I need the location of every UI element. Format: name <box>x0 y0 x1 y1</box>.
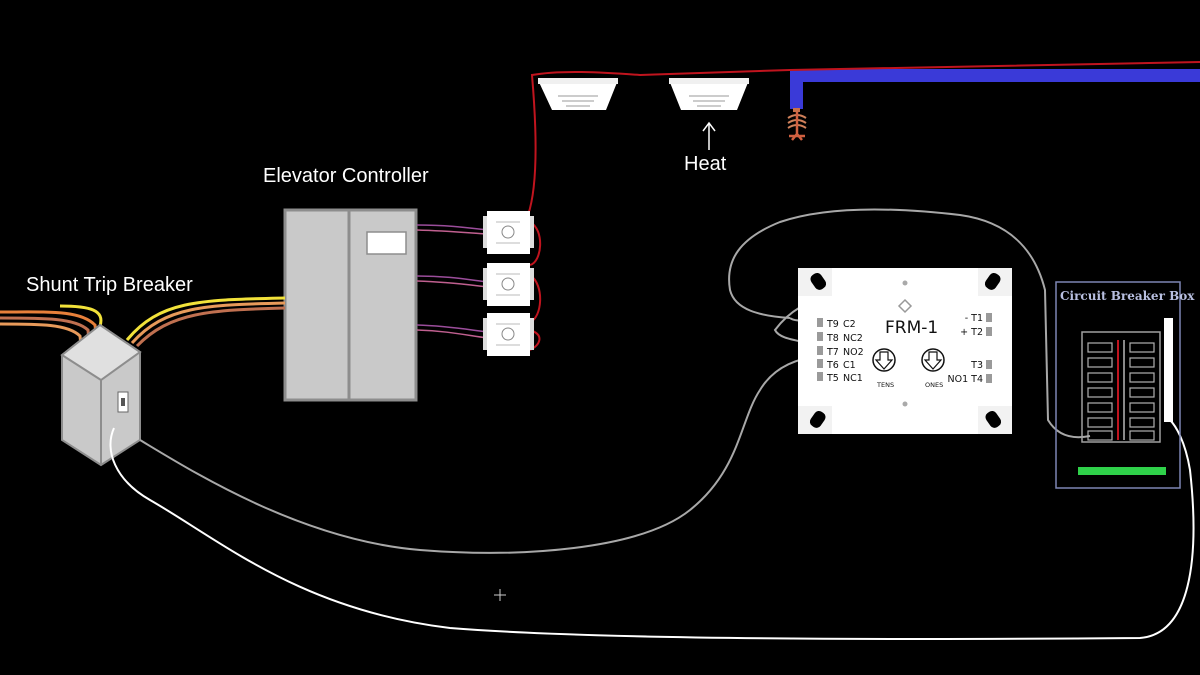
terminal-c2: C2 <box>843 319 856 330</box>
sprinkler-pipe <box>790 69 1200 109</box>
controller-relay-wires <box>416 224 489 339</box>
terminal-nc1: NC1 <box>843 373 863 384</box>
terminal-t9: T9 <box>826 319 839 330</box>
red-wire <box>527 61 1200 216</box>
dial-tens-label: TENS <box>876 381 894 389</box>
smoke-detector-1 <box>538 78 618 110</box>
terminal-t1: - T1 <box>965 313 983 324</box>
terminal-t8: T8 <box>826 333 839 344</box>
dial-ones-label: ONES <box>925 381 943 389</box>
terminal-t3: T3 <box>970 360 983 371</box>
heat-arrow-icon <box>702 121 716 150</box>
heat-detector <box>669 78 749 110</box>
elevator-controller <box>283 208 418 402</box>
relay-module-2 <box>483 263 534 306</box>
terminal-t5: T5 <box>826 373 839 384</box>
shunt-trip-breaker-label: Shunt Trip Breaker <box>26 274 193 296</box>
crosshair-cursor-icon <box>494 589 506 601</box>
terminal-t6: T6 <box>826 360 839 371</box>
elevator-controller-label: Elevator Controller <box>263 165 429 187</box>
frm-left-terminal-labels: T9 C2 T8 NC2 T7 NO2 T6 C1 T5 NC1 <box>826 319 864 384</box>
terminal-nc2: NC2 <box>843 333 863 344</box>
terminal-no2: NO2 <box>843 347 864 358</box>
frm-right-terminal-labels: - T1 + T2 T3 NO1 T4 <box>948 313 984 385</box>
terminal-c1: C1 <box>843 360 856 371</box>
frm-1-module <box>798 268 1012 434</box>
relay-module-3 <box>483 313 534 356</box>
circuit-breaker-box-label: Circuit Breaker Box <box>1060 289 1195 303</box>
white-control-wire <box>109 419 1195 640</box>
terminal-t2: + T2 <box>960 327 983 338</box>
shunt-trip-breaker <box>60 323 142 467</box>
circuit-breaker-box <box>1055 281 1181 489</box>
relay-module-1 <box>483 211 534 254</box>
power-feed-wires <box>0 296 286 356</box>
terminal-t7: T7 <box>826 347 839 358</box>
sprinkler-head-icon <box>787 108 807 141</box>
frm-1-title: FRM-1 <box>885 318 938 338</box>
heat-label: Heat <box>684 153 727 175</box>
terminal-t4: NO1 T4 <box>948 374 984 385</box>
